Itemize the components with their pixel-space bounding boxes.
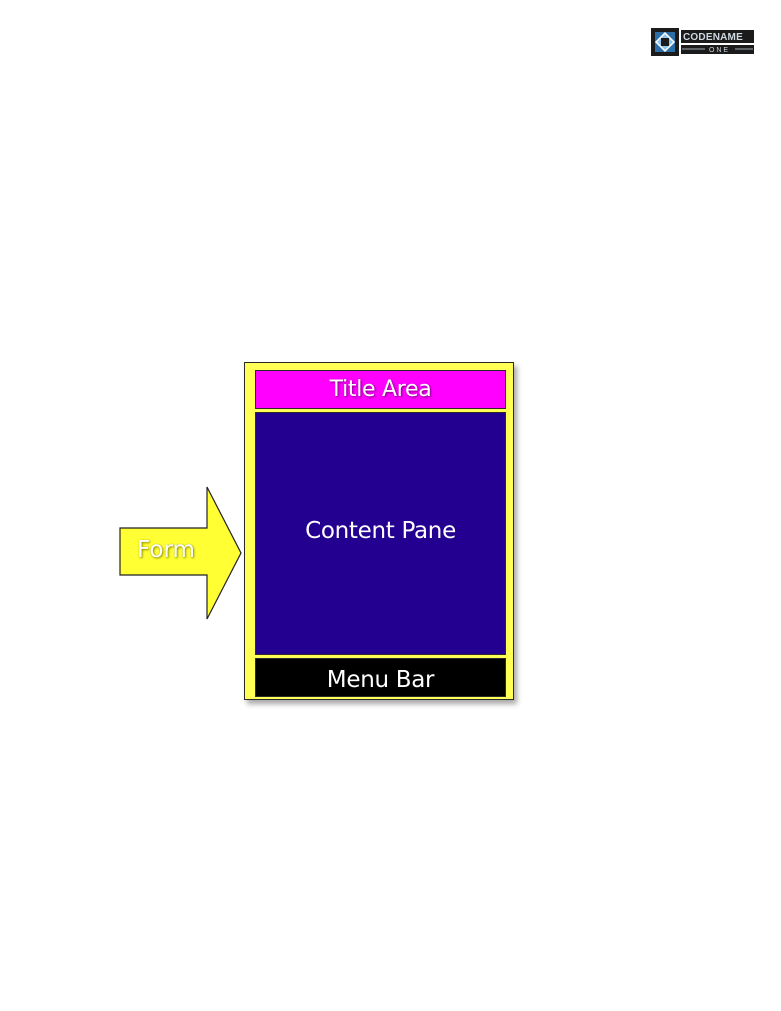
arrow-label-form: Form — [137, 537, 195, 563]
logo-text-line2: O N E — [709, 47, 728, 54]
content-pane: Content Pane — [255, 412, 506, 655]
form-frame: Title Area Content Pane Menu Bar — [244, 362, 514, 700]
form-pointer-arrow: Form — [119, 486, 243, 620]
right-arrow-icon — [119, 486, 242, 620]
content-pane-label: Content Pane — [305, 518, 456, 544]
codename-one-logo-icon: CODENAME O N E — [651, 28, 754, 56]
logo-text-line1: CODENAME — [683, 32, 743, 43]
codename-one-logo: CODENAME O N E — [651, 28, 754, 56]
menu-bar: Menu Bar — [255, 658, 506, 697]
title-area: Title Area — [255, 370, 506, 409]
